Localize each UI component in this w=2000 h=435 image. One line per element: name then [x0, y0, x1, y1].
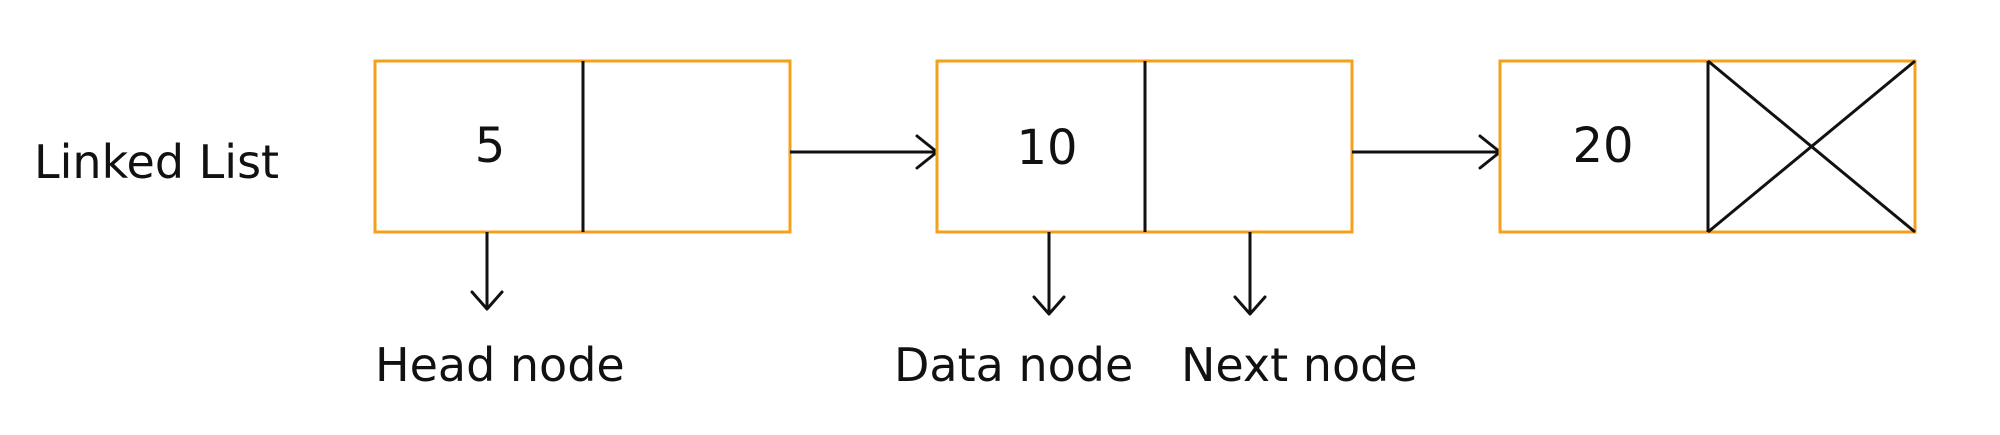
- node-1-value: 5: [475, 118, 506, 174]
- diagram-title: Linked List: [34, 135, 279, 189]
- linked-list-node-1: 5: [373, 59, 792, 234]
- next-pointer-arrow-1: [790, 134, 939, 170]
- linked-list-node-3: 20: [1498, 59, 1917, 234]
- next-pointer-arrow-2: [1352, 134, 1502, 170]
- data-node-label: Data node: [894, 338, 1133, 392]
- node-3-value: 20: [1572, 118, 1633, 174]
- null-pointer-cross-icon: [1707, 59, 1916, 234]
- data-node-pointer-arrow: [1032, 232, 1066, 316]
- next-node-pointer-arrow: [1233, 232, 1267, 316]
- linked-list-node-2: 10: [935, 59, 1354, 234]
- node-2-value: 10: [1016, 120, 1077, 176]
- head-node-label: Head node: [375, 338, 625, 392]
- head-node-pointer-arrow: [470, 232, 504, 311]
- next-node-label: Next node: [1181, 338, 1418, 392]
